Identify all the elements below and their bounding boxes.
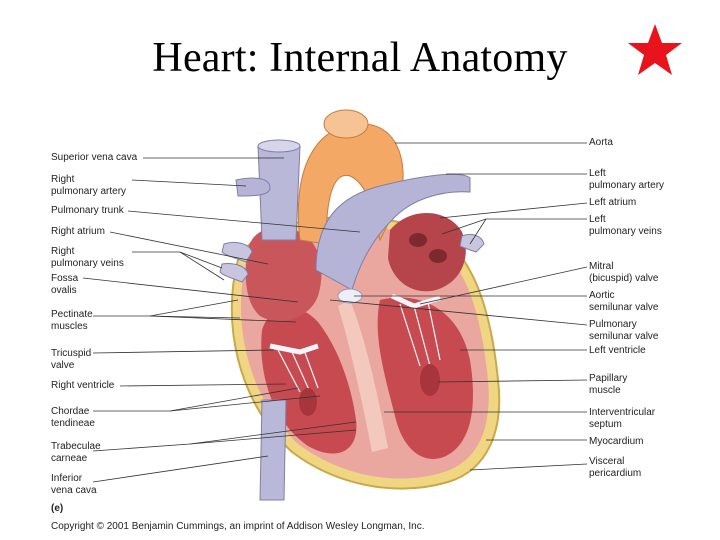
label-trabeculae-carneae: Trabeculae carneae xyxy=(51,441,101,464)
right-atrium xyxy=(245,227,322,322)
label-interventricular-septum: Interventricular septum xyxy=(589,407,656,430)
label-visceral-pericardium: Visceral pericardium xyxy=(589,456,642,479)
label-left-pulmonary-veins: Left pulmonary veins xyxy=(589,214,662,237)
label-superior-vena-cava: Superior vena cava xyxy=(51,152,138,163)
label-pectinate-muscles: Pectinate muscles xyxy=(51,309,93,332)
panel-letter: (e) xyxy=(51,503,64,514)
label-right-pulmonary-veins: Right pulmonary veins xyxy=(51,246,124,269)
label-aortic-semilunar-valve: Aortic semilunar valve xyxy=(589,290,659,313)
label-right-atrium: Right atrium xyxy=(51,226,105,237)
slide-title: Heart: Internal Anatomy xyxy=(152,35,568,81)
label-right-pulmonary-artery: Right pulmonary artery xyxy=(51,174,127,197)
label-left-atrium: Left atrium xyxy=(589,197,637,208)
label-tricuspid-valve: Tricuspid valve xyxy=(51,348,92,371)
pulmonary-trunk xyxy=(315,173,471,291)
inferior-vena-cava xyxy=(259,399,287,501)
label-chordae-tendineae: Chordae tendineae xyxy=(51,406,95,429)
tricuspid-valve xyxy=(269,343,319,355)
label-pulmonary-semilunar-valve: Pulmonary semilunar valve xyxy=(589,319,659,342)
label-left-ventricle: Left ventricle xyxy=(589,345,646,356)
label-myocardium: Myocardium xyxy=(589,436,644,447)
label-inferior-vena-cava: Inferior vena cava xyxy=(51,473,97,496)
interventricular-septum xyxy=(338,300,388,452)
label-aorta: Aorta xyxy=(589,137,613,148)
star-icon xyxy=(628,24,682,75)
label-mitral-valve: Mitral (bicuspid) valve xyxy=(589,261,659,284)
label-right-ventricle: Right ventricle xyxy=(51,380,115,391)
copyright-notice: Copyright © 2001 Benjamin Cummings, an i… xyxy=(51,521,425,532)
label-papillary-muscle: Papillary muscle xyxy=(589,373,628,396)
label-left-pulmonary-artery: Left pulmonary artery xyxy=(589,168,665,191)
label-pulmonary-trunk: Pulmonary trunk xyxy=(51,205,124,216)
papillary-muscle xyxy=(420,364,440,396)
label-fossa-ovalis: Fossa ovalis xyxy=(51,273,79,296)
